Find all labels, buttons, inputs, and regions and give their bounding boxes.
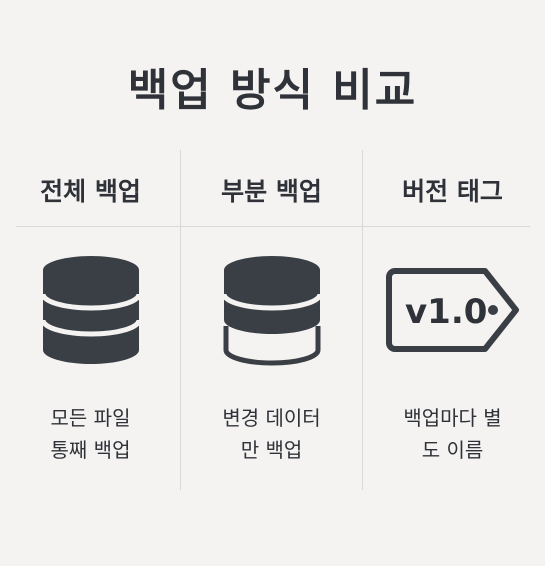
database-partial-icon	[221, 256, 322, 366]
column-version-tag: 버전 태그 v1.0 백업마다 별 도 이름	[362, 150, 543, 490]
column-heading: 전체 백업	[40, 177, 141, 206]
version-tag-icon: v1.0	[385, 268, 519, 352]
column-heading: 부분 백업	[221, 177, 322, 206]
column-divider-2	[362, 150, 363, 490]
column-full-backup: 전체 백업 모든 파일 통째 백업	[0, 150, 181, 490]
column-partial-backup: 부분 백업 변경 데이터 만 백업	[181, 150, 362, 490]
column-description: 모든 파일 통째 백업	[50, 406, 131, 462]
header-divider	[16, 226, 530, 227]
column-heading: 버전 태그	[402, 177, 503, 206]
column-description: 변경 데이터 만 백업	[222, 406, 321, 462]
tag-label: v1.0	[405, 292, 487, 332]
column-divider-1	[180, 150, 181, 490]
column-description: 백업마다 별 도 이름	[403, 406, 502, 462]
database-full-icon	[40, 256, 141, 364]
page-title: 백업 방식 비교	[127, 65, 418, 116]
